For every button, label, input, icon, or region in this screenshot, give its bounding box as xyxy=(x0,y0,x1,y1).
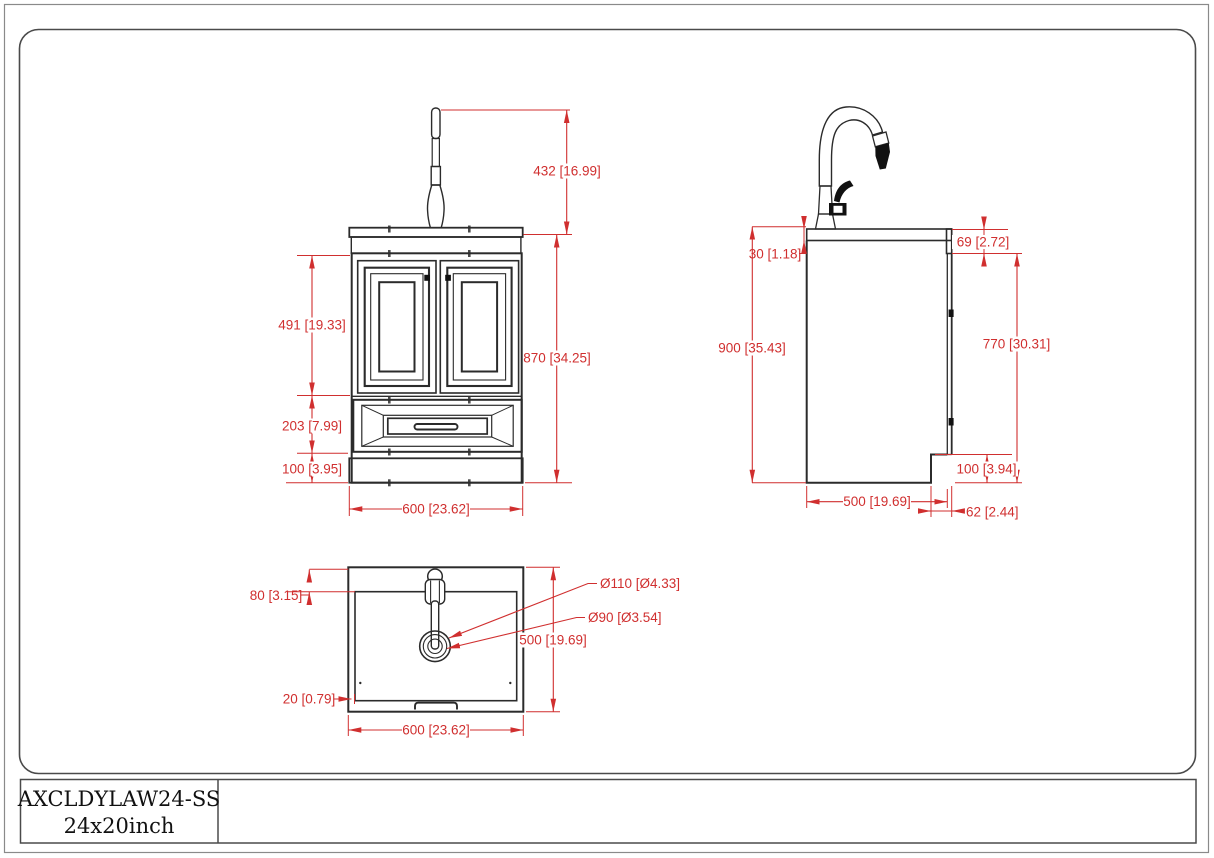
dim-front-base-height: 100 [3.95] xyxy=(282,462,342,477)
dim-top-width: 600 [23.62] xyxy=(402,723,470,738)
side-hinge-bottom xyxy=(948,418,954,426)
side-view xyxy=(805,106,954,484)
dim-side-toe-kick-depth: 62 [2.44] xyxy=(966,505,1019,520)
dim-top-faucet-offset: 80 [3.15] xyxy=(250,588,303,603)
front-right-door xyxy=(439,259,520,394)
dim-side-overall-height: 900 [35.43] xyxy=(718,341,786,356)
dim-front-overall-height: 870 [34.25] xyxy=(523,351,591,366)
title-block: AXCLDYLAW24-SS 24x20inch xyxy=(17,778,1197,844)
dimensions xyxy=(286,109,1022,736)
dim-front-door-section-height: 491 [19.33] xyxy=(278,318,346,333)
right-door-knob xyxy=(445,274,451,281)
top-view xyxy=(347,566,525,713)
dim-front-faucet-height: 432 [16.99] xyxy=(533,164,601,179)
title-model-number: AXCLDYLAW24-SS xyxy=(17,787,221,811)
side-hinge-top xyxy=(948,309,954,317)
dim-top-drain-outer: Ø110 [Ø4.33] xyxy=(600,576,680,591)
dim-top-rim-edge: 20 [0.79] xyxy=(283,692,336,707)
front-base xyxy=(348,457,524,484)
dim-top-depth: 500 [19.69] xyxy=(519,633,587,648)
side-faucet xyxy=(814,106,890,230)
side-cabinet-profile xyxy=(805,240,948,484)
dim-side-depth: 500 [19.69] xyxy=(843,494,911,509)
top-faucet xyxy=(424,568,446,650)
dim-label-backgrounds xyxy=(278,163,1051,738)
dim-side-toe-kick-height: 100 [3.94] xyxy=(956,462,1016,477)
page-border xyxy=(3,3,1210,854)
front-drawer xyxy=(352,398,523,453)
front-view xyxy=(348,107,524,487)
title-size: 24x20inch xyxy=(64,814,175,838)
front-faucet xyxy=(426,107,445,229)
dim-front-width: 600 [23.62] xyxy=(402,502,470,517)
dim-side-counter-back: 30 [1.18] xyxy=(749,247,802,262)
front-countertop xyxy=(348,226,524,238)
top-drawer-handle xyxy=(414,701,458,710)
front-left-door xyxy=(356,259,437,394)
dim-front-drawer-height: 203 [7.99] xyxy=(282,419,342,434)
drawer-handle xyxy=(413,423,459,431)
left-door-knob xyxy=(424,274,430,281)
dim-side-front-height: 770 [30.31] xyxy=(983,337,1051,352)
side-countertop xyxy=(805,228,953,242)
construction-ticks xyxy=(388,225,471,487)
dim-side-counter-edge: 69 [2.72] xyxy=(957,235,1010,250)
dim-top-drain-inner: Ø90 [Ø3.54] xyxy=(588,610,662,625)
